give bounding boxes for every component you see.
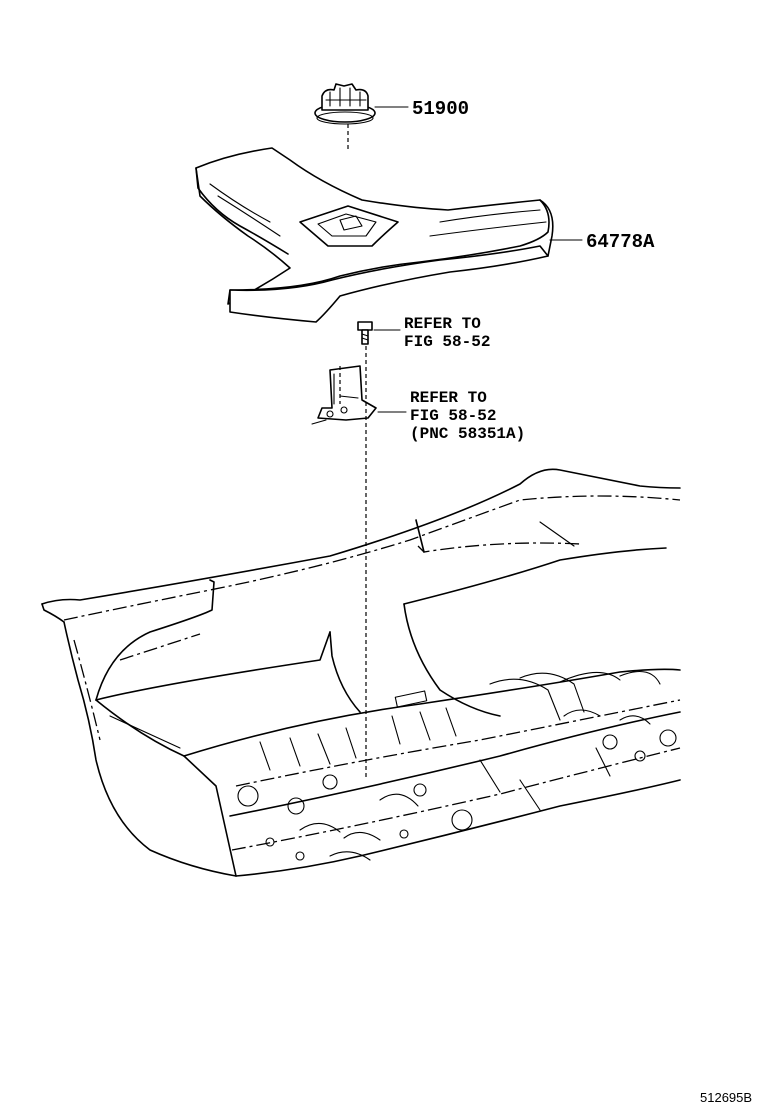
refer1-line2: FIG 58-52 <box>404 333 490 351</box>
diagram-id: 512695B <box>700 1090 752 1105</box>
refer2-line1: REFER TO <box>410 389 487 407</box>
callout-51900: 51900 <box>412 98 469 120</box>
tray-part[interactable] <box>195 147 554 323</box>
refer1-line1: REFER TO <box>404 315 481 333</box>
jack-part[interactable] <box>314 83 376 150</box>
refer2-line3: (PNC 58351A) <box>410 425 525 443</box>
floor-pan <box>41 468 681 877</box>
bolt-part[interactable] <box>357 321 373 345</box>
refer2-line2: FIG 58-52 <box>410 407 496 425</box>
callout-64778A: 64778A <box>586 231 655 253</box>
bracket-part[interactable] <box>311 365 377 425</box>
